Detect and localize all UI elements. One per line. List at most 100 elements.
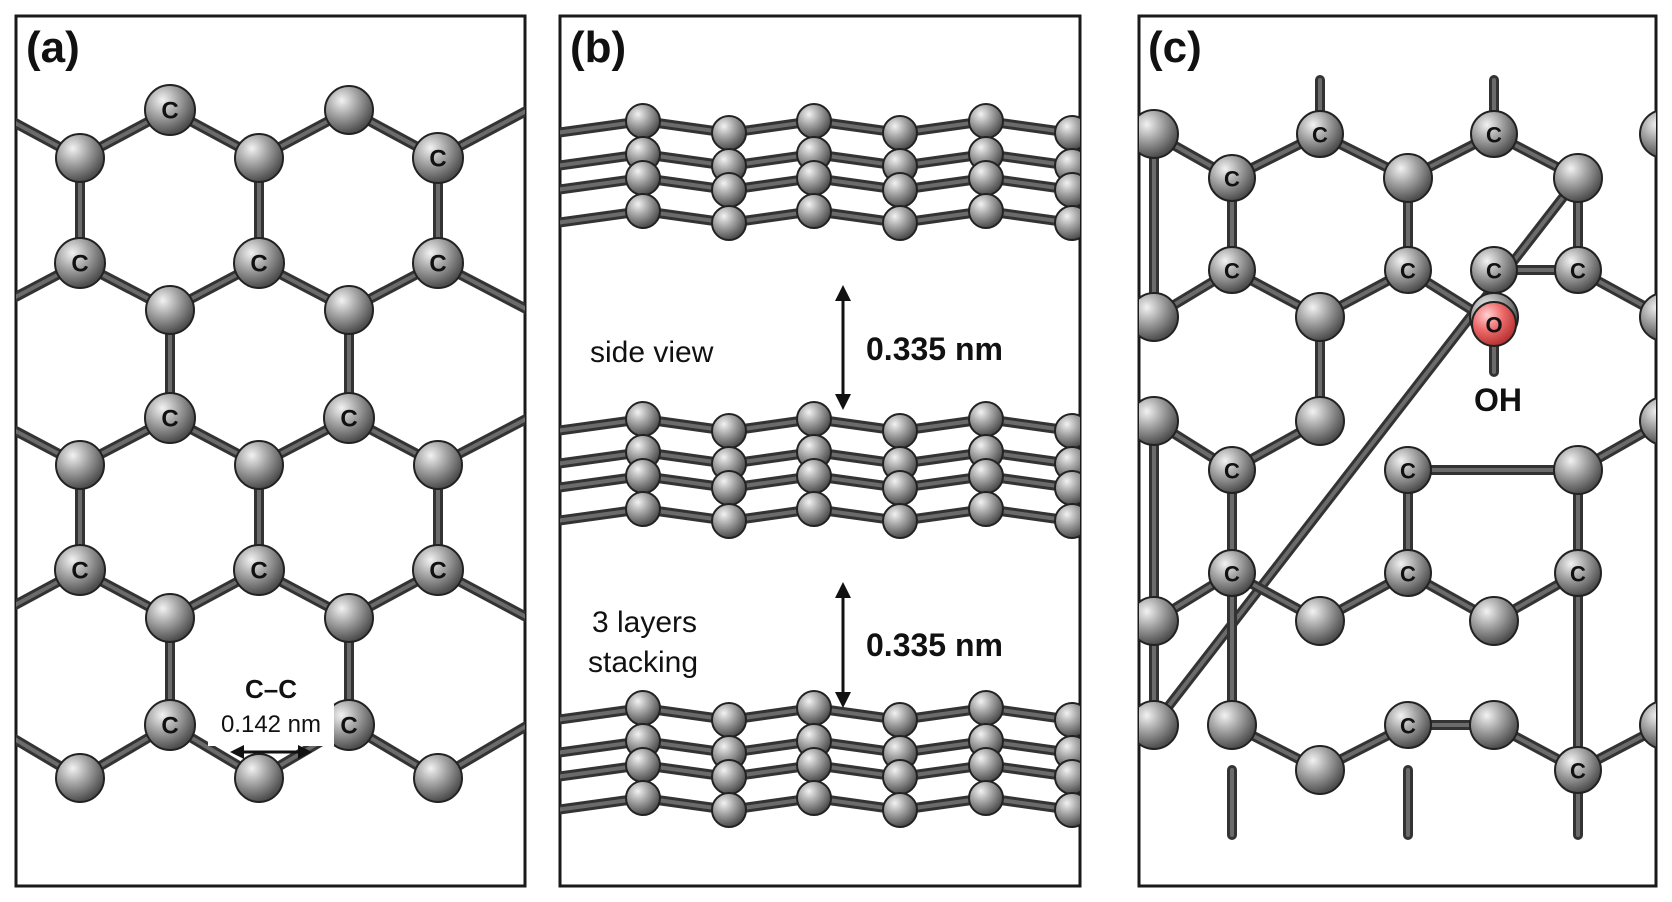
- stack-label-line2: stacking: [588, 646, 698, 679]
- carbon-atom: [711, 792, 747, 828]
- carbon-atom: [625, 491, 661, 527]
- carbon-atom-labeled-label: C: [1486, 123, 1502, 148]
- carbon-atom-labeled: [233, 237, 285, 289]
- carbon-atom: [55, 133, 105, 183]
- side-view-label: side view: [590, 336, 714, 369]
- carbon-atom: [968, 690, 1004, 726]
- panel-b-stack: [560, 103, 1080, 828]
- carbon-atom: [1469, 700, 1519, 750]
- carbon-atom: [413, 440, 463, 490]
- carbon-atom-labeled: [1208, 549, 1256, 597]
- carbon-atom: [625, 193, 661, 229]
- hydroxyl-group-label: OH: [1474, 382, 1522, 418]
- carbon-atom-labeled: [1384, 701, 1432, 749]
- carbon-atom-labeled-label: C: [429, 251, 446, 278]
- carbon-atom: [882, 759, 918, 795]
- carbon-atom-labeled-label: C: [161, 98, 178, 125]
- carbon-atom-labeled-label: C: [1400, 562, 1416, 587]
- carbon-atom: [234, 133, 284, 183]
- carbon-atom: [882, 470, 918, 506]
- carbon-atom: [796, 103, 832, 139]
- carbon-atom-labeled: [1208, 446, 1256, 494]
- carbon-atom-labeled-label: C: [429, 146, 446, 173]
- carbon-atom: [711, 759, 747, 795]
- carbon-atom-labeled: [412, 132, 464, 184]
- carbon-atom: [1054, 413, 1080, 449]
- carbon-atom: [625, 780, 661, 816]
- carbon-atom-labeled: [1384, 246, 1432, 294]
- bond-length-value: 0.142 nm: [221, 711, 321, 738]
- carbon-atom: [1639, 293, 1656, 341]
- carbon-atom: [625, 690, 661, 726]
- carbon-atom: [324, 85, 374, 135]
- carbon-atom-labeled: [1384, 549, 1432, 597]
- carbon-atom: [1295, 292, 1345, 342]
- carbon-atom: [1139, 596, 1179, 646]
- carbon-atom: [1054, 792, 1080, 828]
- carbon-atom: [796, 780, 832, 816]
- carbon-atom: [882, 702, 918, 738]
- carbon-atom-labeled: [412, 237, 464, 289]
- carbon-atom-labeled-label: C: [1400, 259, 1416, 284]
- carbon-atom: [882, 503, 918, 539]
- carbon-atom: [1295, 396, 1345, 446]
- carbon-atom-labeled-label: C: [1224, 562, 1240, 587]
- carbon-atom: [145, 285, 195, 335]
- carbon-atom: [625, 103, 661, 139]
- carbon-atom-labeled-label: C: [1312, 123, 1328, 148]
- carbon-atom: [625, 747, 661, 783]
- carbon-atom-labeled-label: C: [1224, 259, 1240, 284]
- carbon-atom: [1054, 470, 1080, 506]
- carbon-atom: [1139, 396, 1179, 446]
- carbon-atom-labeled: [1554, 246, 1602, 294]
- carbon-atom: [711, 702, 747, 738]
- carbon-atom: [324, 285, 374, 335]
- carbon-atom: [796, 160, 832, 196]
- carbon-atom: [796, 690, 832, 726]
- carbon-atom-labeled-label: C: [340, 406, 357, 433]
- carbon-atom: [1469, 596, 1519, 646]
- arrow-head-left: [230, 745, 244, 759]
- interlayer-spacing-bottom: 0.335 nm: [835, 582, 1003, 708]
- carbon-atom: [711, 503, 747, 539]
- carbon-atom-labeled-label: C: [71, 251, 88, 278]
- carbon-atom-labeled-label: C: [1224, 459, 1240, 484]
- carbon-atom-labeled: [1296, 110, 1344, 158]
- carbon-atom-labeled-label: C: [340, 713, 357, 740]
- carbon-atom: [234, 753, 284, 803]
- carbon-atom-labeled-label: C: [250, 558, 267, 585]
- carbon-atom-labeled-label: C: [429, 558, 446, 585]
- carbon-atom: [1054, 702, 1080, 738]
- carbon-atom-labeled: [412, 544, 464, 596]
- carbon-atom: [625, 160, 661, 196]
- carbon-atom: [968, 491, 1004, 527]
- carbon-atom-labeled: [233, 544, 285, 596]
- carbon-atom: [711, 115, 747, 151]
- carbon-atom: [711, 172, 747, 208]
- carbon-atom-labeled: [144, 699, 196, 751]
- carbon-atom: [324, 593, 374, 643]
- carbon-atom-labeled: [1554, 746, 1602, 794]
- carbon-atom: [1553, 153, 1603, 203]
- carbon-atom-labeled: [1208, 154, 1256, 202]
- carbon-atom: [1054, 503, 1080, 539]
- carbon-atom: [1639, 110, 1656, 158]
- carbon-atom: [55, 440, 105, 490]
- carbon-atom: [413, 753, 463, 803]
- carbon-atom-labeled-label: C: [1570, 759, 1586, 784]
- carbon-atom-labeled-label: C: [1400, 714, 1416, 739]
- oxygen-atom-label: O: [1485, 313, 1502, 338]
- carbon-atom: [968, 780, 1004, 816]
- carbon-atom: [711, 470, 747, 506]
- carbon-atom-labeled: [1554, 549, 1602, 597]
- stack-label-line1: 3 layers: [592, 606, 697, 639]
- carbon-atom: [796, 401, 832, 437]
- carbon-atom: [1383, 153, 1433, 203]
- carbon-atom: [1054, 759, 1080, 795]
- carbon-atom: [882, 792, 918, 828]
- carbon-atom: [1207, 700, 1257, 750]
- carbon-atom-labeled: [144, 84, 196, 136]
- carbon-atom: [1139, 109, 1179, 159]
